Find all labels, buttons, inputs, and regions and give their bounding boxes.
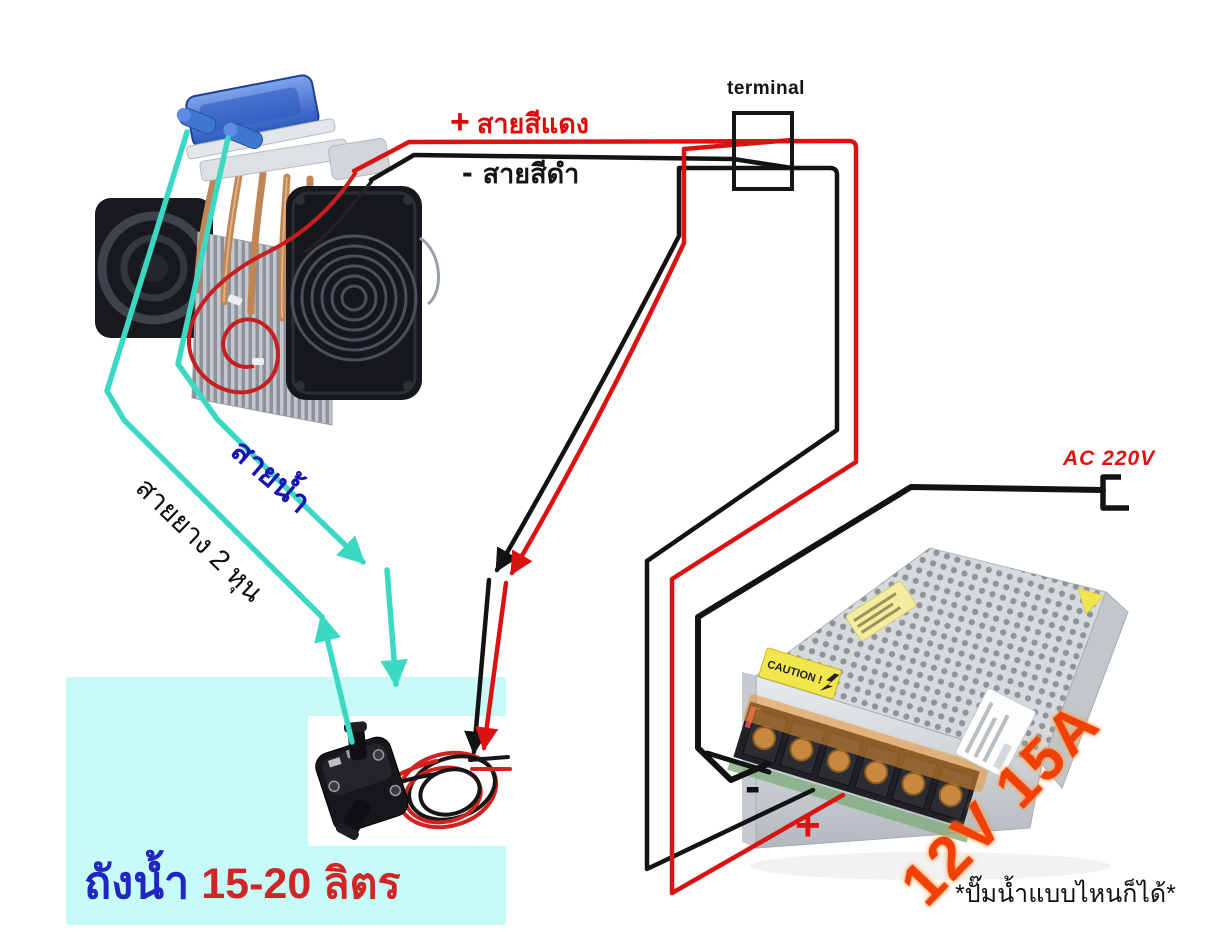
ac-wire-prong-path <box>704 750 772 775</box>
tank-name: ถังน้ำ <box>84 857 190 908</box>
water-hose-return-path <box>314 613 355 745</box>
ac-voltage-label: AC 220V <box>1063 447 1156 470</box>
positive-wire-label: + สายสีแดง <box>450 105 589 139</box>
red-wire-pump-end-path <box>475 580 509 751</box>
water-hose-return-upper-path <box>104 129 325 620</box>
tank-capacity: 15-20 ลิตร <box>201 860 401 908</box>
negative-wire-label: - สายสีดำ <box>462 156 579 188</box>
tank-label: ถังน้ำ 15-20 ลิตร <box>84 860 401 906</box>
plus-sign: + <box>450 103 470 141</box>
water-hose-supply-end-path <box>380 567 408 688</box>
terminal-label: terminal <box>727 78 805 99</box>
ac-plug-icon <box>1100 474 1129 511</box>
water-hose-supply-path <box>175 135 366 565</box>
pump-note-label: *ปั๊มน้ำแบบไหนก็ได้* <box>955 880 1176 908</box>
red-wire-main-path <box>351 138 859 896</box>
terminal-box <box>732 111 794 191</box>
negative-wire-text: สายสีดำ <box>482 159 580 189</box>
water-pump-illustration <box>308 716 512 846</box>
psu-caution-sticker: CAUTION ! <box>758 647 842 700</box>
cooler-unit-illustration <box>95 74 440 426</box>
positive-wire-text: สายสีแดง <box>476 109 589 139</box>
psu-minus-label: - <box>745 760 761 812</box>
black-wire-to-pump-path <box>494 165 795 573</box>
psu-plus-label: + <box>795 801 821 850</box>
ac-wire-path <box>695 484 1106 783</box>
red-wire-to-pump-path <box>509 137 795 576</box>
power-supply-illustration: CAUTION ! <box>727 547 1129 880</box>
black-wire-pump-end-path <box>464 577 492 755</box>
minus-sign: - <box>462 154 473 190</box>
